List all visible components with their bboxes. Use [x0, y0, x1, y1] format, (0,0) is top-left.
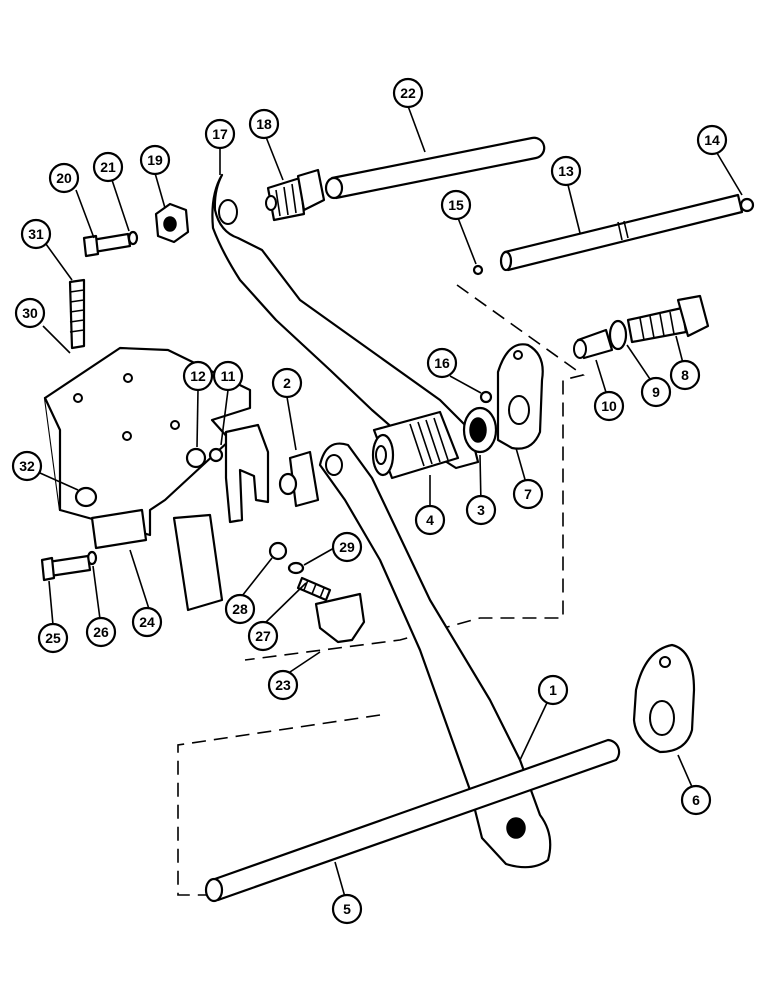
callout-23: 23	[267, 669, 299, 701]
callout-10: 10	[593, 390, 625, 422]
callout-17: 17	[204, 118, 236, 150]
callout-2: 2	[271, 367, 303, 399]
callout-9: 9	[640, 376, 672, 408]
callout-25: 25	[37, 622, 69, 654]
svg-text:26: 26	[93, 624, 109, 640]
callout-6: 6	[680, 784, 712, 816]
callout-16: 16	[426, 347, 458, 379]
callout-26: 26	[85, 616, 117, 648]
svg-text:10: 10	[601, 398, 617, 414]
callout-12: 12	[182, 360, 214, 392]
callout-27: 27	[247, 620, 279, 652]
callout-3: 3	[465, 494, 497, 526]
callout-5: 5	[331, 893, 363, 925]
callout-19: 19	[139, 144, 171, 176]
svg-text:6: 6	[692, 792, 700, 808]
svg-text:29: 29	[339, 539, 355, 555]
svg-text:12: 12	[190, 368, 206, 384]
callout-14: 14	[696, 124, 728, 156]
svg-text:15: 15	[448, 197, 464, 213]
part-bracket-fingers	[224, 423, 270, 524]
svg-text:16: 16	[434, 355, 450, 371]
part-11-washer	[208, 447, 224, 463]
part-2-clamp-block	[278, 450, 320, 508]
svg-text:30: 30	[22, 305, 38, 321]
part-18-threaded-plug	[265, 168, 326, 222]
callout-22: 22	[392, 77, 424, 109]
callout-29: 29	[331, 531, 363, 563]
part-10-bushing	[573, 328, 614, 360]
svg-text:18: 18	[256, 116, 272, 132]
svg-text:23: 23	[275, 677, 291, 693]
part-1-lever	[318, 442, 552, 869]
part-4-sleeve	[371, 410, 460, 480]
svg-text:31: 31	[28, 226, 44, 242]
part-20-bolt	[82, 232, 132, 258]
svg-text:7: 7	[524, 486, 532, 502]
svg-text:24: 24	[139, 614, 155, 630]
part-9-washer	[608, 319, 628, 351]
svg-text:1: 1	[549, 682, 557, 698]
callout-15: 15	[440, 189, 472, 221]
callout-21: 21	[92, 151, 124, 183]
callout-31: 31	[20, 218, 52, 250]
callout-18: 18	[248, 108, 280, 140]
part-3-bushing	[462, 406, 498, 454]
callout-28: 28	[224, 593, 256, 625]
svg-text:11: 11	[221, 368, 236, 384]
part-8-bolt	[626, 294, 710, 344]
svg-text:28: 28	[232, 601, 248, 617]
callout-8: 8	[669, 359, 701, 391]
part-25-bolt	[40, 554, 92, 582]
part-15-ring	[472, 264, 484, 276]
svg-text:27: 27	[255, 628, 271, 644]
part-29-washer	[287, 561, 305, 575]
svg-text:13: 13	[558, 163, 574, 179]
callout-4: 4	[414, 504, 446, 536]
callout-13: 13	[550, 155, 582, 187]
part-7-plate	[496, 343, 544, 450]
part-13-rod	[499, 193, 744, 272]
part-19-nut	[154, 202, 190, 244]
part-24-clamp	[90, 508, 148, 550]
part-32-nut	[74, 486, 98, 508]
svg-text:32: 32	[19, 458, 35, 474]
svg-text:2: 2	[283, 375, 291, 391]
part-5-shaft	[204, 738, 621, 903]
svg-text:8: 8	[681, 367, 689, 383]
callout-11: 11	[212, 360, 244, 392]
svg-text:20: 20	[56, 170, 72, 186]
part-27-bolt	[296, 576, 332, 602]
svg-text:22: 22	[400, 85, 416, 101]
part-14-nut	[739, 197, 755, 213]
callout-24: 24	[131, 606, 163, 638]
part-6-plate	[632, 643, 696, 754]
svg-text:3: 3	[477, 502, 485, 518]
part-17-link-arm	[211, 173, 480, 470]
dashed-assembly-lines	[177, 284, 585, 896]
callout-7: 7	[512, 478, 544, 510]
callout-20: 20	[48, 162, 80, 194]
svg-text:19: 19	[147, 152, 163, 168]
svg-text:14: 14	[704, 132, 720, 148]
part-28-nut	[268, 541, 288, 561]
part-21-washer	[127, 230, 139, 246]
svg-text:9: 9	[652, 384, 660, 400]
part-22-pin	[324, 136, 546, 200]
part-30-bracket	[43, 346, 252, 612]
svg-text:21: 21	[100, 159, 116, 175]
part-31-stud	[68, 278, 86, 350]
svg-text:4: 4	[426, 512, 434, 528]
part-12-nut	[185, 447, 207, 469]
part-23-clevis	[314, 592, 366, 644]
callout-1: 1	[537, 674, 569, 706]
callout-30: 30	[14, 297, 46, 329]
callout-32: 32	[11, 450, 43, 482]
svg-text:17: 17	[212, 126, 228, 142]
svg-text:25: 25	[45, 630, 61, 646]
part-16-ball	[479, 390, 493, 404]
svg-text:5: 5	[343, 901, 351, 917]
